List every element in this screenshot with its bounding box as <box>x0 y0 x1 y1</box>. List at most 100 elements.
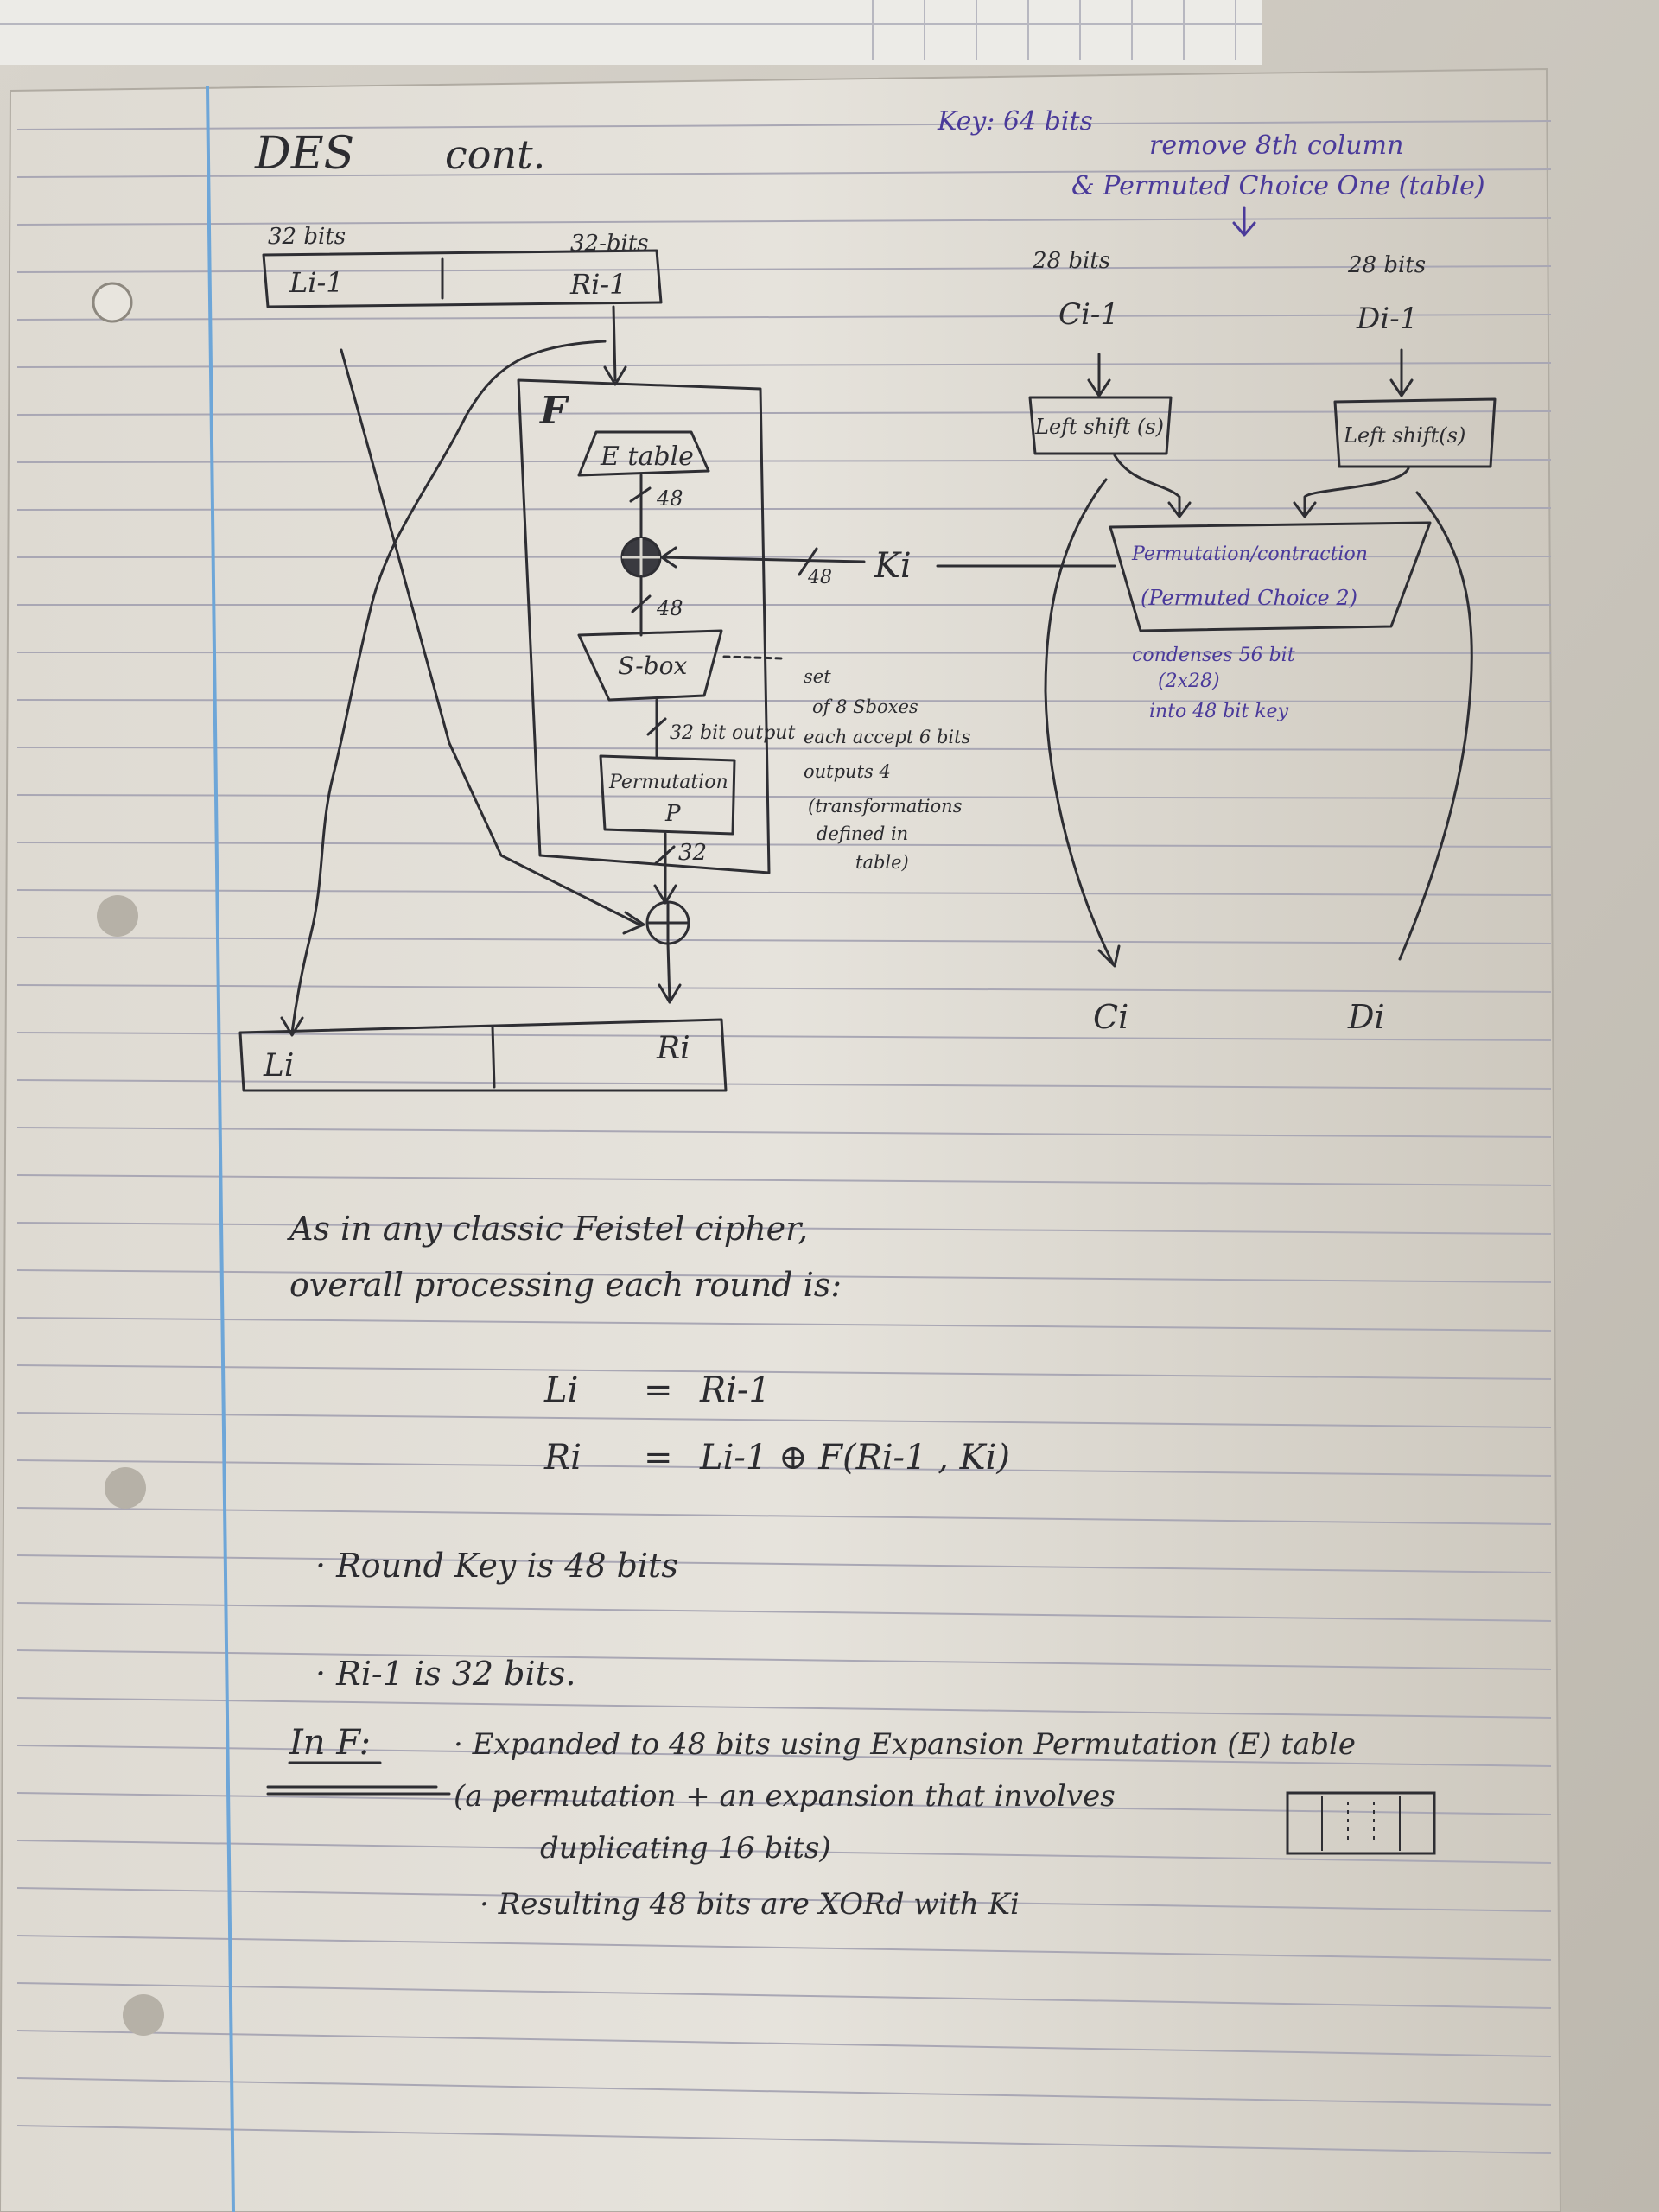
key-note-arrow <box>1232 206 1256 237</box>
width-slash-32 <box>653 845 676 866</box>
bullet-expanded-line-3: duplicating 16 bits) <box>540 1831 831 1866</box>
left-shift-d-label: Left shift(s) <box>1343 423 1465 448</box>
right-bits-label: 32-bits <box>570 231 649 257</box>
background-sheet <box>0 0 1262 65</box>
width-slash-48b <box>631 594 652 613</box>
des-round-diagram: 32 bits 32-bits Li-1 Ri-1 F E table 48 4… <box>238 224 1116 1092</box>
c-out-arrowhead <box>1097 944 1121 968</box>
intro-line-2: overall processing each round is: <box>289 1266 842 1304</box>
left-shift-d-box <box>1333 397 1497 468</box>
input-register-box <box>262 249 663 308</box>
sbox-note-line-3: each accept 6 bits <box>804 727 971 747</box>
in-f-label: In F: <box>289 1723 371 1763</box>
width-48-a: 48 <box>656 486 683 511</box>
width-slash-32-out <box>646 717 667 736</box>
left-to-xor-line <box>340 348 641 926</box>
notes-section: As in any classic Feistel cipher, overal… <box>266 1210 1436 1922</box>
output-register-box <box>238 1018 728 1092</box>
e-table-box <box>577 430 710 477</box>
permutation-p-box <box>599 754 736 836</box>
left-output-label: Li <box>263 1048 294 1084</box>
sbox-output-label: 32 bit output <box>670 722 795 744</box>
c-output-label: Ci <box>1093 998 1128 1036</box>
bullet-expanded: · Expanded to 48 bits using Expansion Pe… <box>454 1727 1356 1762</box>
expansion-sketch <box>1286 1791 1436 1855</box>
e-table-label: E table <box>600 442 694 472</box>
condense-note-line-3: into 48 bit key <box>1149 701 1289 722</box>
sbox-note-line-1: set <box>804 666 831 687</box>
key-note-line-1: remove 8th column <box>1149 130 1403 161</box>
punch-holes <box>92 282 164 2036</box>
equation-2-equals: = <box>644 1438 673 1478</box>
bullet-round-key: · Round Key is 48 bits <box>315 1547 678 1585</box>
width-32-label: 32 <box>678 840 707 866</box>
left-shift-c-box <box>1028 396 1173 455</box>
intro-line-1: As in any classic Feistel cipher, <box>287 1210 808 1248</box>
sbox-note-line-7: table) <box>855 852 909 873</box>
c-to-c-out-curve <box>1044 478 1115 965</box>
key-schedule-diagram: Key: 64 bits remove 8th column & Permute… <box>937 106 1497 1036</box>
equation-1-lhs: Li <box>543 1370 578 1410</box>
d-shift-to-pc2-arrow <box>1293 467 1410 518</box>
f-function-box <box>517 378 771 874</box>
left-out-arrowhead <box>280 1016 304 1037</box>
permutation-p-letter: P <box>664 801 681 827</box>
equation-1-equals: = <box>644 1370 673 1410</box>
left-shift-c-label: Left shift (s) <box>1034 415 1164 439</box>
right-out-arrowhead <box>658 983 682 1004</box>
title-cont: cont. <box>445 131 545 178</box>
pc2-label-line-2: (Permuted Choice 2) <box>1141 586 1357 610</box>
key-width-label: 48 <box>807 567 832 588</box>
title-heading: DES <box>254 128 354 180</box>
sbox-label: S-box <box>618 652 687 680</box>
left-to-xor-arrowhead <box>622 911 645 935</box>
c-bits-label: 28 bits <box>1032 248 1110 274</box>
bullet-expanded-line-2: (a permutation + an expansion that invol… <box>454 1779 1116 1814</box>
xor-to-right-out-line <box>666 942 671 1004</box>
left-input-label: Li-1 <box>289 266 344 299</box>
key-to-xor-line <box>660 556 866 563</box>
equation-2-lhs: Ri <box>543 1438 582 1478</box>
c-shift-to-pc2-arrow <box>1113 454 1192 518</box>
d-output-label: Di <box>1347 998 1385 1036</box>
bullet-r-bits: · Ri-1 is 32 bits. <box>315 1655 576 1693</box>
output-register-divider <box>491 1025 496 1089</box>
pc2-box <box>1109 521 1432 632</box>
left-bits-label: 32 bits <box>268 224 346 250</box>
condense-note-line-1: condenses 56 bit <box>1132 645 1295 666</box>
d-to-d-out-curve <box>1398 491 1473 961</box>
key-bits-label: Key: 64 bits <box>937 106 1093 137</box>
sbox-note-line-2: of 8 Sboxes <box>812 696 918 717</box>
pc2-label-line-1: Permutation/contraction <box>1131 543 1368 565</box>
sbox-note: set of 8 Sboxes each accept 6 bits outpu… <box>804 666 971 873</box>
d-bits-label: 28 bits <box>1347 252 1426 278</box>
d-to-shift-arrow <box>1389 348 1414 397</box>
xor-with-key-icon <box>620 537 662 578</box>
key-note-line-2: & Permuted Choice One (table) <box>1071 171 1485 201</box>
sbox-box <box>577 629 723 702</box>
key-label: Ki <box>874 546 912 586</box>
condense-note-line-2: (2x28) <box>1158 671 1220 692</box>
c-to-shift-arrow <box>1087 353 1111 397</box>
ruled-lines <box>16 120 1552 2154</box>
margin-line <box>206 86 235 2212</box>
width-slash-48a <box>629 486 652 503</box>
sbox-note-line-5: (transformations <box>808 796 963 817</box>
width-48-b: 48 <box>656 596 683 620</box>
width-slash-key <box>798 547 818 576</box>
key-arrowhead <box>660 546 677 569</box>
d-input-label: Di-1 <box>1356 302 1418 336</box>
xor-with-left-icon <box>645 900 690 945</box>
permutation-label: Permutation <box>608 772 728 793</box>
f-label: F <box>538 389 569 433</box>
sbox-note-line-6: defined in <box>817 823 908 844</box>
equation-2-rhs: Li-1 ⊕ F(Ri-1 , Ki) <box>699 1438 1010 1478</box>
sbox-note-line-4: outputs 4 <box>804 761 891 782</box>
right-to-left-out-line <box>290 340 607 1034</box>
right-input-label: Ri-1 <box>569 268 627 301</box>
right-output-label: Ri <box>656 1031 690 1066</box>
notebook-page <box>0 67 1562 2212</box>
c-input-label: Ci-1 <box>1058 297 1119 332</box>
right-to-f-arrow <box>612 305 617 382</box>
sbox-note-leader <box>722 655 784 660</box>
